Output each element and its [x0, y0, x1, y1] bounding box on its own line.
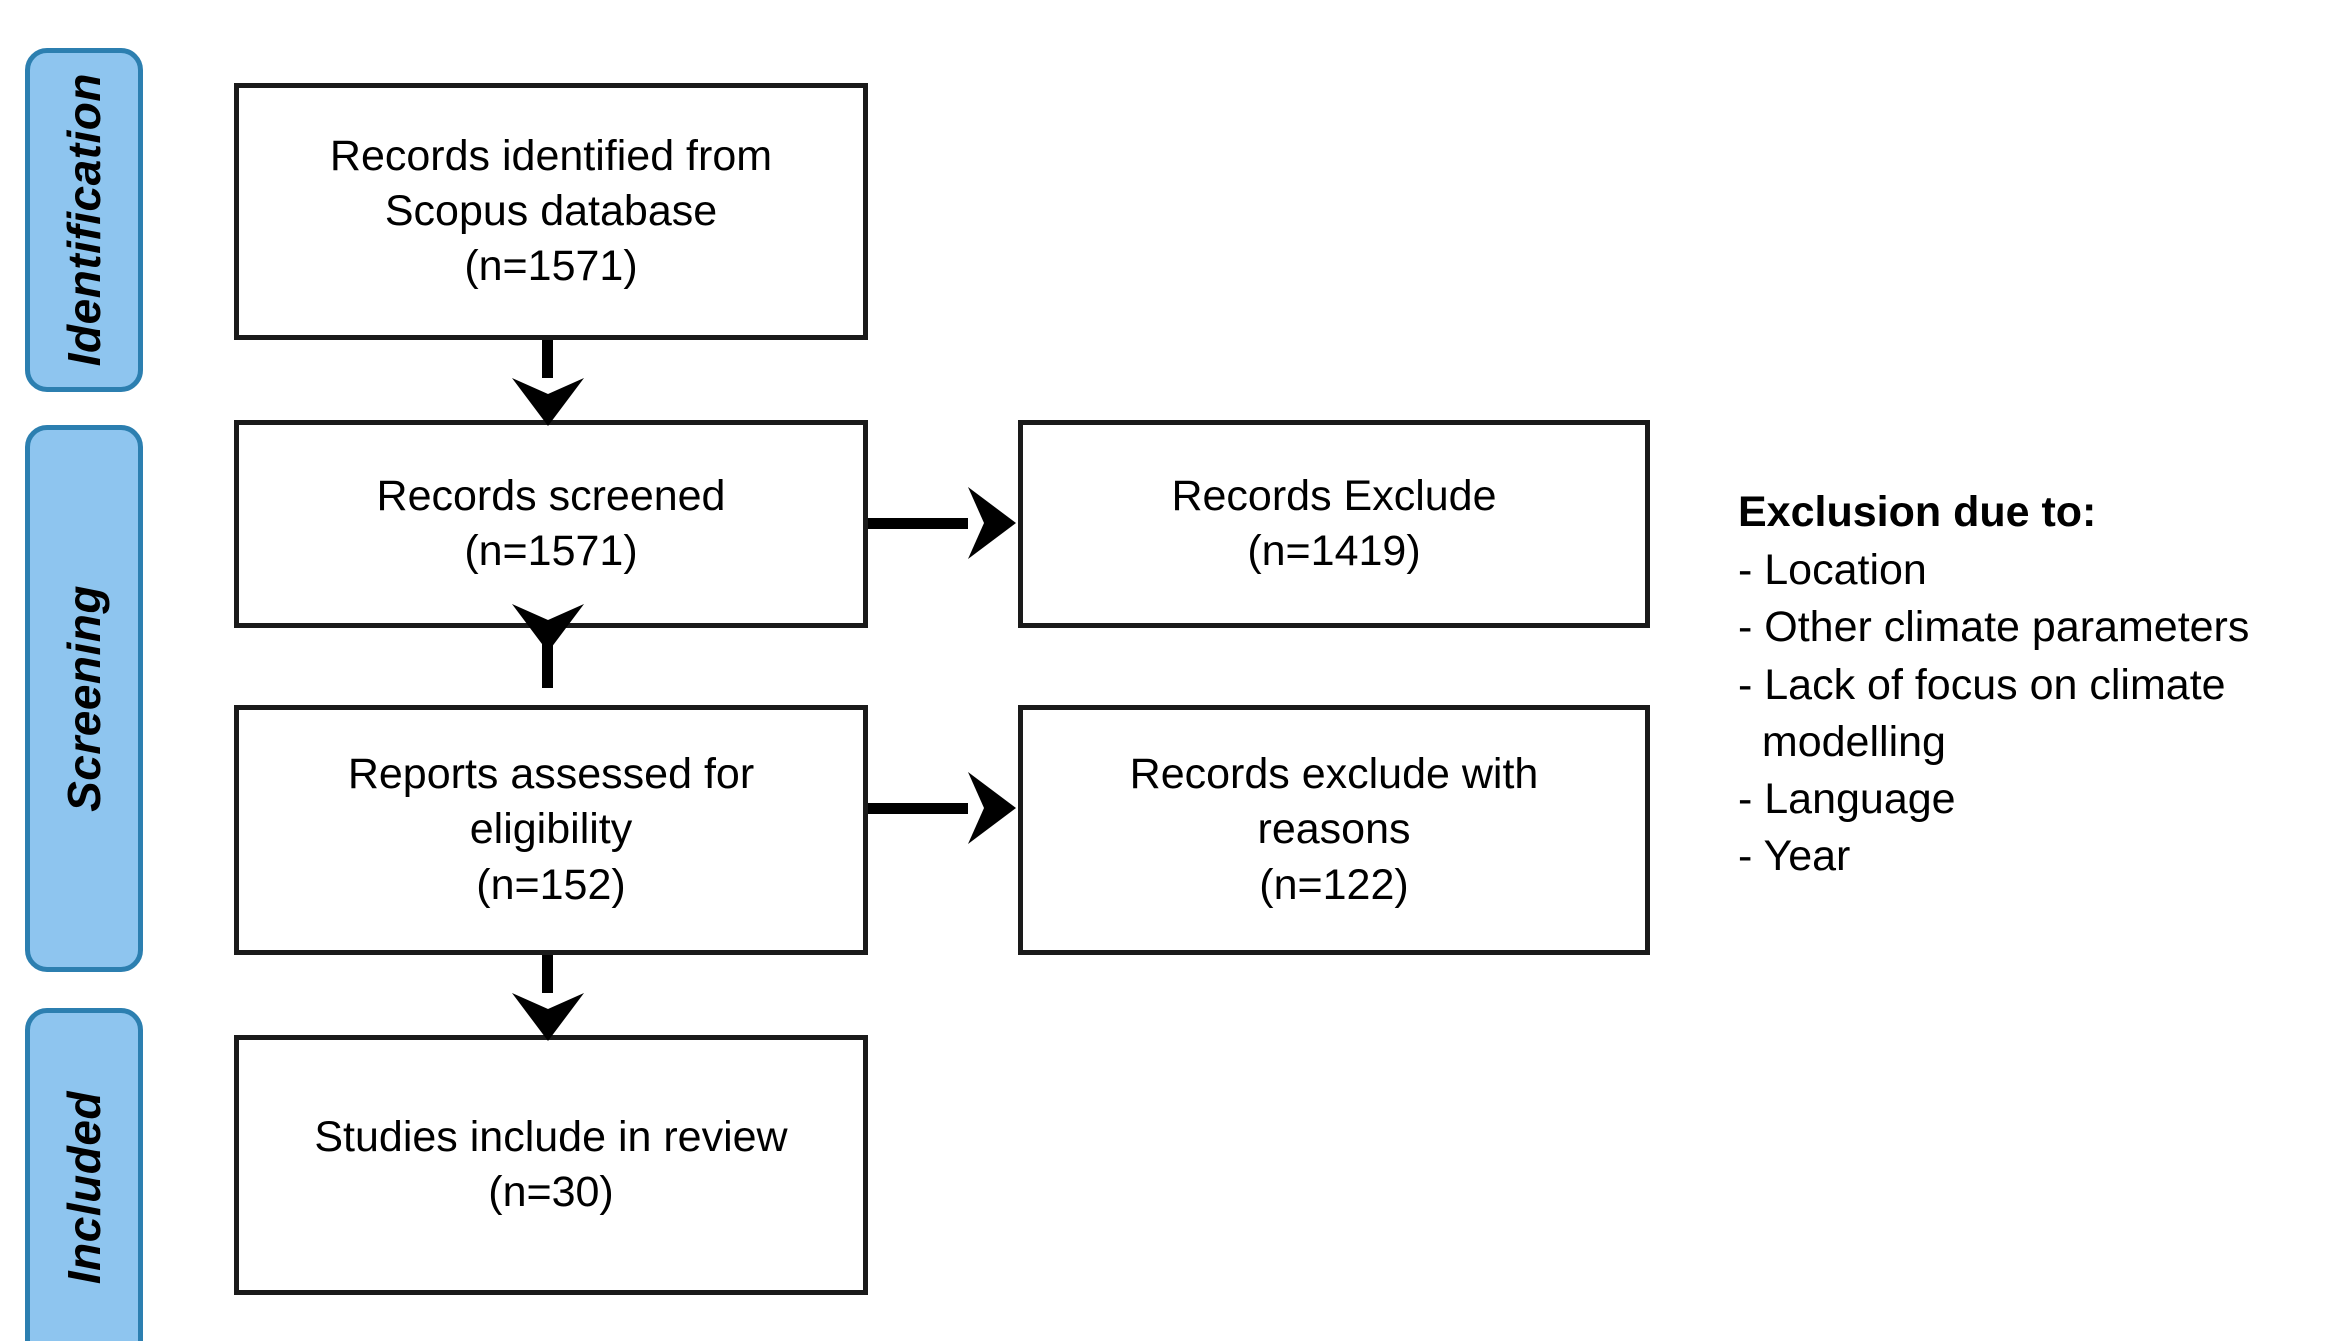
exclusion-note-item: - Other climate parameters: [1738, 603, 2250, 652]
arrow-down-notch: [512, 993, 584, 1009]
flow-box-reports-assessed-line2: eligibility: [469, 805, 633, 854]
flow-box-reports-assessed-line1: Reports assessed for: [347, 750, 755, 799]
flow-box-studies-included-line1: Studies include in review: [314, 1112, 788, 1161]
connector-identified-to-screened: [542, 340, 553, 402]
stage-band-screening-label: Screening: [58, 585, 110, 812]
flow-box-records-identified-count: (n=1571): [464, 242, 638, 291]
exclusion-notes: Exclusion due to: - Location - Other cli…: [1738, 484, 2318, 885]
exclusion-notes-title: Exclusion due to:: [1738, 488, 2097, 536]
connector-screened-to-eligibility: [542, 628, 553, 688]
flow-box-reports-assessed-eligibility: Reports assessed for eligibility (n=152): [234, 705, 868, 955]
flow-box-studies-included: Studies include in review (n=30): [234, 1035, 868, 1295]
arrow-right-notch: [968, 487, 984, 559]
arrow-down-notch: [512, 604, 584, 620]
flow-box-records-identified: Records identified from Scopus database …: [234, 83, 868, 340]
flow-box-records-excluded-line1: Records Exclude: [1171, 471, 1497, 520]
connector-screened-to-records-excluded: [868, 518, 976, 529]
stage-band-identification-label: Identification: [58, 73, 110, 367]
flow-box-excluded-reasons-line2: reasons: [1257, 805, 1411, 854]
flow-box-excluded-reasons-line1: Records exclude with: [1129, 750, 1539, 799]
stage-band-identification: Identification: [25, 48, 143, 392]
flow-box-reports-assessed-count: (n=152): [476, 860, 626, 909]
arrow-right-notch: [968, 772, 984, 844]
flow-box-records-screened-line1: Records screened: [376, 471, 726, 520]
flow-box-records-screened: Records screened (n=1571): [234, 420, 868, 628]
flow-box-records-identified-line2: Scopus database: [384, 186, 718, 235]
flow-box-records-excluded-with-reasons: Records exclude with reasons (n=122): [1018, 705, 1650, 955]
flow-box-excluded-reasons-count: (n=122): [1259, 860, 1409, 909]
exclusion-note-item: - Year: [1738, 832, 1851, 881]
stage-band-included-label: Included: [58, 1091, 110, 1285]
arrow-down-notch: [512, 378, 584, 394]
flow-box-studies-included-count: (n=30): [488, 1168, 614, 1216]
stage-band-screening: Screening: [25, 425, 143, 972]
flow-box-records-excluded-count: (n=1419): [1247, 527, 1421, 575]
flow-box-records-screened-count: (n=1571): [464, 527, 638, 575]
exclusion-note-item: - Location: [1738, 546, 1927, 595]
connector-eligibility-to-excluded-reasons: [868, 803, 976, 814]
flow-box-records-identified-line1: Records identified from: [329, 131, 773, 180]
stage-band-included: Included: [25, 1008, 143, 1341]
exclusion-note-item: - Language: [1738, 774, 1956, 823]
flow-box-records-excluded: Records Exclude (n=1419): [1018, 420, 1650, 628]
connector-eligibility-to-included: [542, 955, 553, 1017]
exclusion-note-item: - Lack of focus on climate modelling: [1738, 660, 2226, 766]
